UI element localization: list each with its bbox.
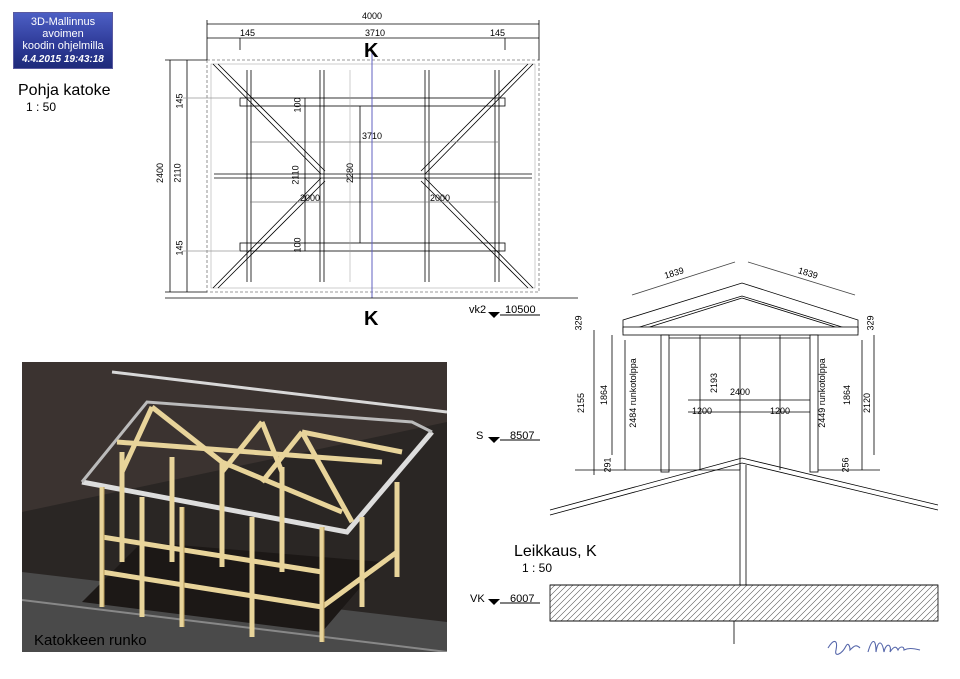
section-mark-top: K bbox=[364, 40, 379, 62]
dim-top-overhang: 145 bbox=[174, 93, 185, 109]
frame-caption: Katokkeen runko bbox=[34, 632, 147, 649]
level-name-s: S bbox=[476, 430, 484, 442]
dim-base-right: 256 bbox=[840, 457, 851, 473]
plan-scale: 1 : 50 bbox=[26, 100, 57, 114]
dim-inner-depth: 2110 bbox=[290, 165, 301, 185]
plan-title: Pohja katoke bbox=[18, 82, 111, 99]
dim-top-offset: 100 bbox=[292, 97, 303, 113]
dim-depth-left: 2110 bbox=[172, 163, 183, 183]
signature bbox=[827, 640, 921, 655]
badge-timestamp: 4.4.2015 19:43:18 bbox=[22, 54, 104, 65]
dim-bottom-overhang: 145 bbox=[174, 240, 185, 256]
dim-ridge-height: 2280 bbox=[345, 162, 356, 184]
badge-line-2: koodin ohjelmilla bbox=[22, 40, 104, 52]
section-title: Leikkaus, K bbox=[514, 543, 597, 560]
dim-right-half: 2000 bbox=[430, 193, 451, 203]
level-value-s: 8507 bbox=[510, 430, 535, 442]
section-mark-bottom: K bbox=[364, 308, 379, 330]
title-badge: 3D-Mallinnus avoimen koodin ohjelmilla 4… bbox=[13, 12, 113, 69]
dim-inner-width: 3710 bbox=[365, 28, 386, 38]
frame-render-art bbox=[22, 362, 447, 652]
level-name-vk: VK bbox=[470, 593, 485, 605]
dim-height-2120: 2120 bbox=[862, 392, 873, 414]
dim-eave-right: 329 bbox=[865, 315, 876, 331]
section-scale: 1 : 50 bbox=[522, 561, 553, 575]
frame-render bbox=[22, 362, 447, 652]
level-value-vk2: 10500 bbox=[505, 304, 536, 316]
dim-half-left: 1200 bbox=[692, 406, 713, 416]
dim-eave-left: 329 bbox=[573, 315, 584, 331]
dim-height-1864-right: 1864 bbox=[842, 384, 853, 406]
dim-post-right: 2449 runkotolppa bbox=[816, 358, 827, 428]
level-value-vk: 6007 bbox=[510, 593, 535, 605]
dim-height-2155: 2155 bbox=[576, 392, 587, 414]
dim-height-1864-left: 1864 bbox=[599, 384, 610, 406]
dim-left-overhang: 145 bbox=[240, 28, 256, 38]
level-name-vk2: vk2 bbox=[469, 304, 487, 316]
dim-post-left: 2484 runkotolppa bbox=[627, 358, 638, 428]
dim-left-half: 2000 bbox=[300, 193, 321, 203]
dim-total-depth: 2400 bbox=[155, 162, 166, 184]
dim-bottom-offset: 100 bbox=[292, 237, 303, 253]
badge-line-1: 3D-Mallinnus avoimen bbox=[30, 16, 96, 40]
dim-base-left: 291 bbox=[602, 457, 613, 473]
dim-half-right: 1200 bbox=[770, 406, 791, 416]
dim-inner-width-2: 3710 bbox=[362, 131, 383, 141]
dim-total-width: 4000 bbox=[362, 11, 383, 21]
dim-height-2193: 2193 bbox=[709, 372, 720, 394]
dim-right-overhang: 145 bbox=[490, 28, 506, 38]
dim-span: 2400 bbox=[730, 387, 751, 397]
